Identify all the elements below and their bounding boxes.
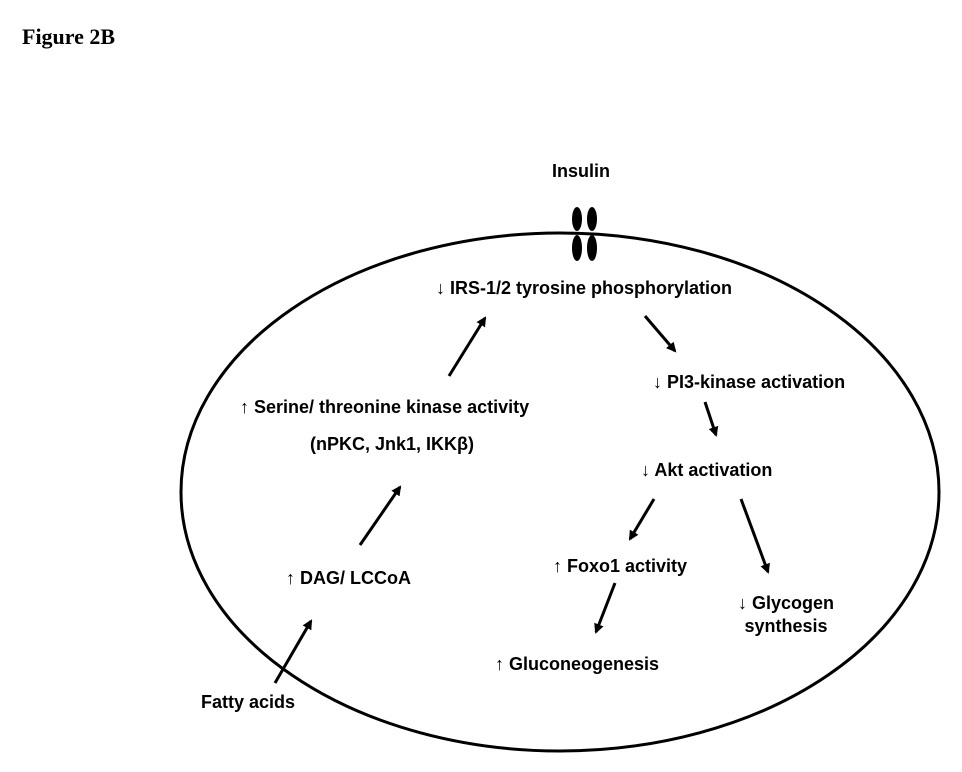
arrow-fatty-acids-to-dag [273, 619, 313, 684]
insulin-label: Insulin [552, 161, 610, 181]
arrow-akt-to-glycogen [739, 498, 770, 574]
akt-label: ↓ Akt activation [641, 460, 773, 480]
gluconeogenesis-label: ↑ Gluconeogenesis [495, 654, 660, 674]
fatty-acids-label: Fatty acids [201, 692, 296, 712]
insulin-receptor-icon [572, 207, 597, 261]
arrow-akt-to-foxo1 [628, 498, 656, 541]
foxo1-label: ↑ Foxo1 activity [553, 556, 688, 576]
dag-label: ↑ DAG/ LCCoA [286, 568, 411, 588]
arrow-foxo1-to-gluconeogenesis [594, 582, 617, 634]
cell-membrane [179, 231, 941, 753]
arrow-serine-to-irs [447, 316, 487, 377]
irs-label: ↓ IRS-1/2 tyrosine phosphorylation [436, 278, 733, 298]
serine-kinase-label: ↑ Serine/ threonine kinase activity [240, 397, 530, 417]
arrow-dag-to-serine [358, 485, 402, 546]
glycogen-label: ↓ Glycogen synthesis [726, 593, 846, 637]
figure-title: Figure 2B [22, 24, 116, 49]
glycogen-label-line1: ↓ Glycogen [737, 593, 835, 613]
glycogen-label-line2: synthesis [744, 616, 828, 636]
kinase-list-label: (nPKC, Jnk1, IKKβ) [310, 434, 475, 454]
pi3k-label: ↓ PI3-kinase activation [653, 372, 846, 392]
arrow-irs-to-pi3k [643, 315, 677, 353]
arrow-pi3k-to-akt [703, 401, 719, 437]
